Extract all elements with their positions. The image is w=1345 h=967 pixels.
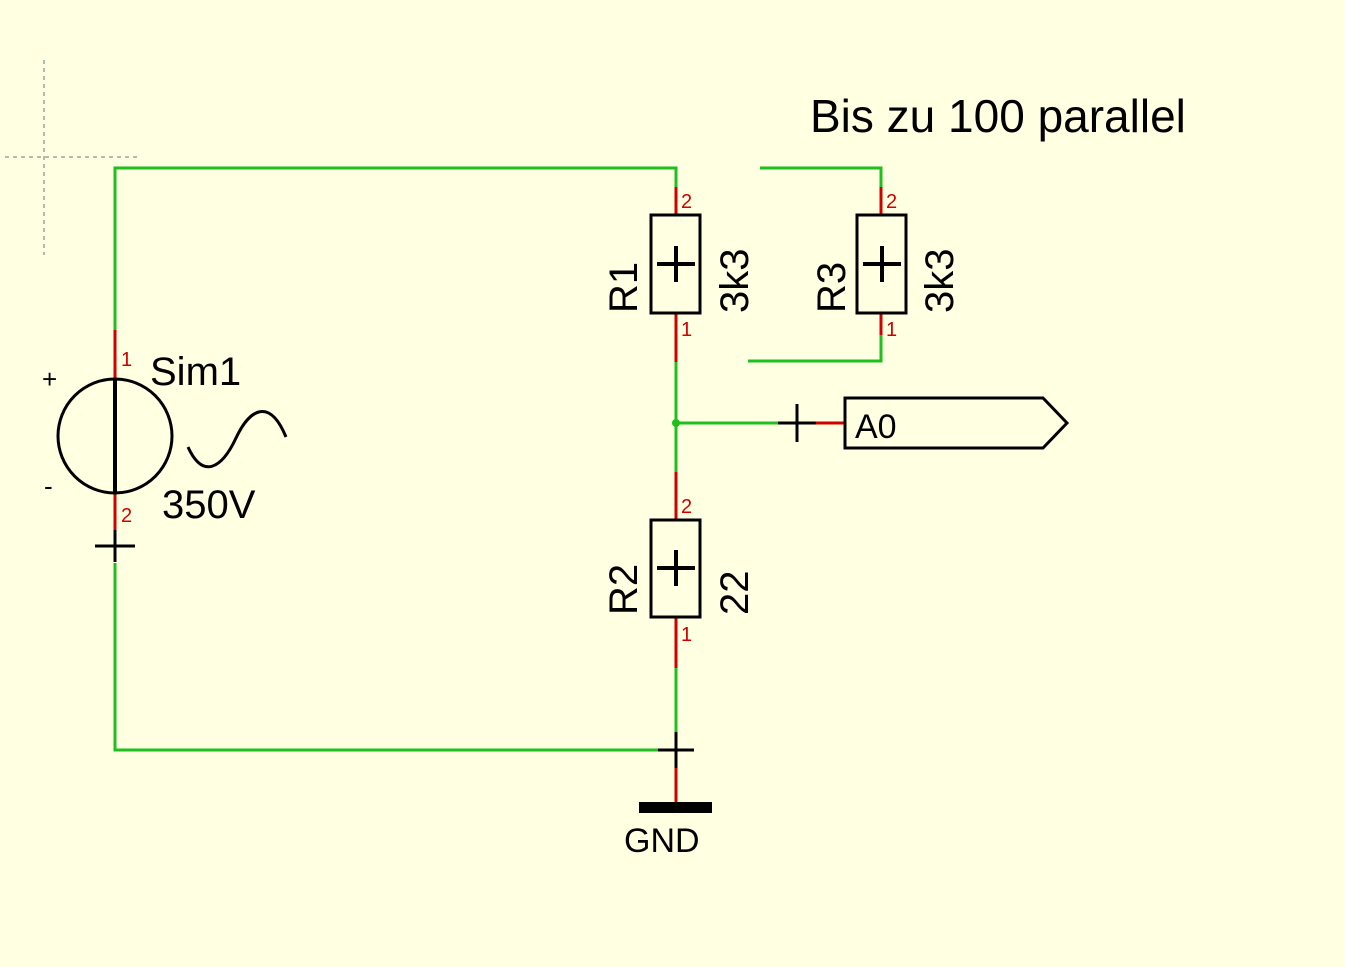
r3-name: R3 [810, 262, 854, 313]
r3-pin-top: 2 [886, 191, 897, 213]
resistor-r1[interactable]: 2 1 R1 3k3 [602, 191, 757, 341]
voltage-source-sim1[interactable]: + - Sim1 350V 1 2 [42, 349, 288, 527]
wire-bottom[interactable] [113, 563, 676, 752]
wire-r3-top[interactable] [760, 166, 883, 187]
resistor-r2[interactable]: 2 1 R2 22 [602, 496, 757, 646]
source-plus-sign: + [42, 364, 57, 394]
r2-pin-top: 2 [681, 496, 692, 518]
wires [113, 166, 883, 752]
r1-name: R1 [602, 262, 646, 313]
cross-source-bottom [95, 530, 135, 562]
r1-pin-top: 2 [681, 191, 692, 213]
port-a0[interactable]: A0 [843, 396, 1070, 450]
r2-body [649, 518, 702, 619]
junction-dot [672, 419, 680, 427]
cross-gnd [658, 732, 694, 768]
source-name: Sim1 [150, 350, 241, 394]
ground-symbol[interactable]: GND [624, 802, 712, 860]
source-minus-sign: - [44, 471, 53, 501]
r1-pin-bottom: 1 [681, 319, 692, 341]
source-value: 350V [162, 483, 256, 527]
port-a0-label: A0 [855, 408, 897, 446]
resistor-r3[interactable]: 2 1 R3 3k3 [810, 191, 962, 341]
r2-value: 22 [713, 571, 757, 616]
sine-wave-icon [186, 410, 288, 469]
r1-body [649, 213, 702, 315]
cross-port-a0 [778, 404, 816, 442]
r1-value: 3k3 [713, 249, 757, 314]
r2-name: R2 [602, 564, 646, 615]
r2-pin-bottom: 1 [681, 624, 692, 646]
port-a0-shape [843, 396, 1070, 450]
wire-r3-bottom[interactable] [748, 335, 883, 363]
source-pin-top: 1 [121, 349, 132, 371]
r3-pin-bottom: 1 [886, 319, 897, 341]
source-pin-bottom: 2 [121, 505, 132, 527]
ground-bar [639, 802, 712, 813]
r3-body [855, 213, 908, 315]
connection-crosses [95, 404, 816, 768]
crosshair-cursor [5, 60, 140, 255]
r3-value: 3k3 [918, 249, 962, 314]
ground-label: GND [624, 822, 700, 860]
wire-top[interactable] [113, 166, 678, 330]
parallel-note: Bis zu 100 parallel [810, 90, 1186, 142]
